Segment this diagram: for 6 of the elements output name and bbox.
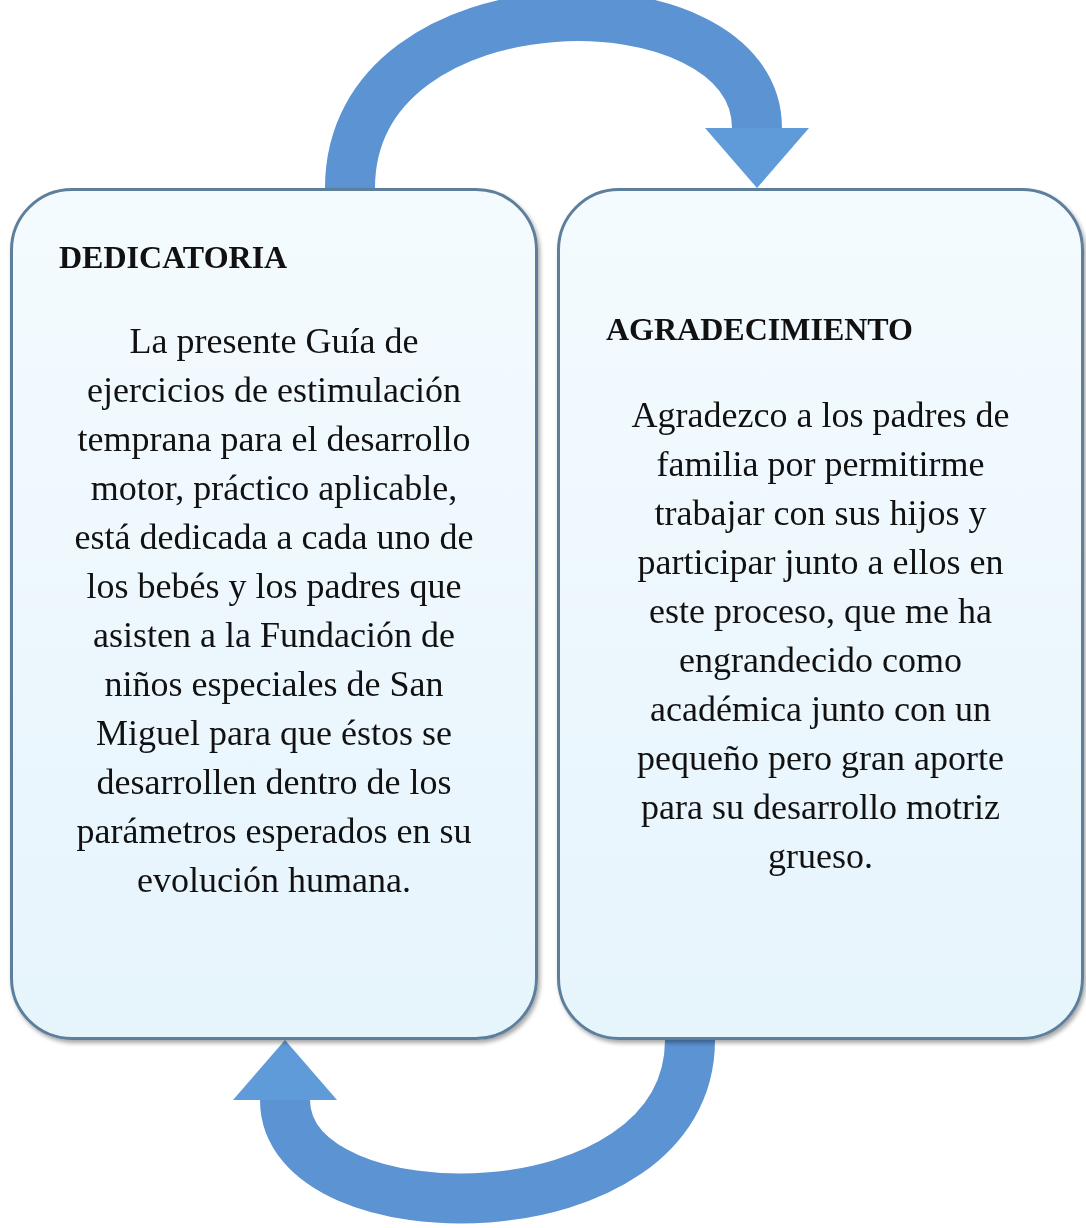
- rounded-text-panel: [557, 188, 1084, 1040]
- panel-heading: DEDICATORIA: [59, 239, 288, 276]
- panel-paragraph: Agradezco a los padres de familia por permitirme trabajar con sus hijos y participar junto a ellos en este proceso, que me ha engrandecido como académica junto con un pequeño pero gran aporte para su desarrollo motriz grueso.: [630, 394, 1011, 878]
- rounded-text-panel: [10, 188, 538, 1040]
- panel-paragraph: La presente Guía de ejercicios de estimulación temprana para el desarrollo motor, práctico aplicable, está dedicada a cada uno de los bebés y los padres que asisten a la Fundación de niños especiales de San Miguel para que éstos se desarrollen dentro de los parámetros esperados en su evolución humana.: [73, 320, 475, 902]
- panel-heading: AGRADECIMIENTO: [606, 311, 913, 348]
